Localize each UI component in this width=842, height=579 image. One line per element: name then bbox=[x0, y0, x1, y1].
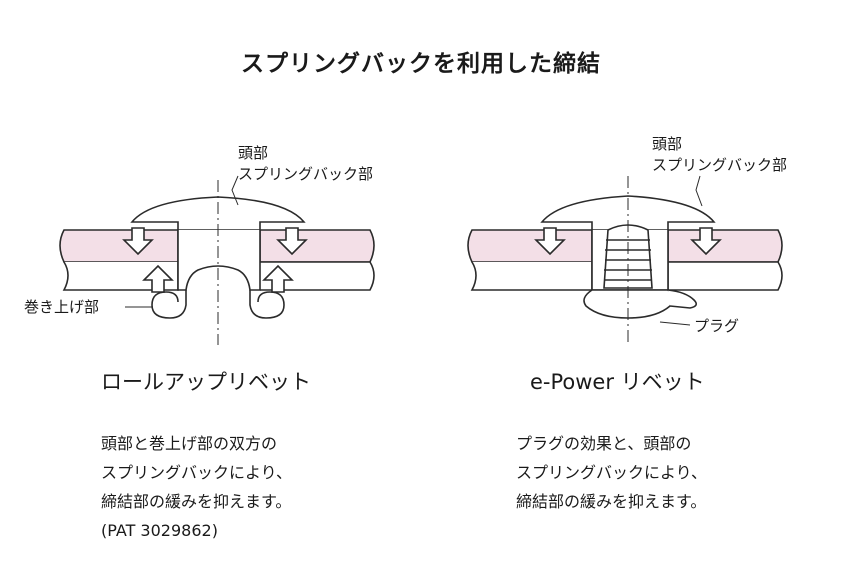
left-arrow-up-2 bbox=[262, 264, 294, 293]
rollup-desc-line: 締結部の緩みを抑えます。 bbox=[101, 492, 292, 511]
rollup-desc-line: 頭部と巻上げ部の双方の bbox=[101, 434, 278, 453]
right-plug-leader bbox=[659, 321, 691, 326]
epower-desc-line: スプリングバックにより、 bbox=[516, 463, 708, 482]
rollup-desc-line: スプリングバックにより、 bbox=[101, 463, 293, 482]
left-callout-label: 頭部 スプリングバック部 bbox=[238, 143, 373, 185]
right-callout-head: 頭部 bbox=[652, 135, 683, 153]
left-lower-plate-left bbox=[62, 261, 179, 291]
left-arrow-down-2 bbox=[276, 227, 308, 256]
epower-rivet-diagram bbox=[467, 175, 783, 345]
left-callout-roll: 巻き上げ部 bbox=[24, 298, 100, 316]
page-title: スプリングバックを利用した締結 bbox=[241, 51, 601, 77]
epower-rivet-name: e-Power リベット bbox=[530, 370, 705, 394]
right-rivet-head bbox=[540, 195, 716, 231]
left-upper-plate-right bbox=[259, 229, 375, 263]
rollup-patent: (PAT 3029862) bbox=[101, 521, 218, 540]
left-arrow-down-1 bbox=[122, 227, 154, 256]
right-plug-body bbox=[603, 224, 653, 289]
right-head-leader bbox=[695, 175, 703, 207]
left-callout-spring: スプリングバック部 bbox=[238, 165, 374, 183]
right-arrow-down-2 bbox=[690, 227, 722, 256]
left-head-leader bbox=[231, 175, 239, 206]
left-upper-plate-left bbox=[59, 229, 179, 263]
rollup-rivet-name: ロールアップリベット bbox=[101, 370, 311, 394]
left-arrow-up-1 bbox=[142, 264, 174, 293]
right-arrow-down-1 bbox=[534, 227, 566, 256]
epower-description: プラグの効果と、頭部の スプリングバックにより、 締結部の緩みを抑えます。 bbox=[516, 429, 707, 516]
rollup-description: 頭部と巻上げ部の双方の スプリングバックにより、 締結部の緩みを抑えます。 (P… bbox=[101, 429, 292, 545]
right-callout-label: 頭部 スプリングバック部 bbox=[652, 134, 787, 176]
left-callout-head: 頭部 bbox=[238, 144, 269, 162]
right-callout-plug: プラグ bbox=[694, 317, 740, 335]
right-upper-plate-right bbox=[667, 229, 783, 263]
left-rollup-curl-right bbox=[249, 290, 285, 319]
left-rollup-curl-left bbox=[151, 290, 187, 319]
rollup-rivet-diagram bbox=[59, 175, 375, 345]
epower-desc-line: 締結部の緩みを抑えます。 bbox=[516, 492, 707, 511]
right-lower-plate-right bbox=[667, 261, 783, 291]
right-lower-plate-left bbox=[470, 261, 593, 291]
right-callout-spring: スプリングバック部 bbox=[652, 156, 788, 174]
epower-desc-line: プラグの効果と、頭部の bbox=[516, 434, 692, 453]
left-rivet-shank bbox=[177, 230, 261, 291]
right-upper-plate-left bbox=[467, 229, 593, 263]
right-rivet-tail bbox=[667, 289, 698, 309]
left-lower-plate-right bbox=[260, 261, 375, 291]
